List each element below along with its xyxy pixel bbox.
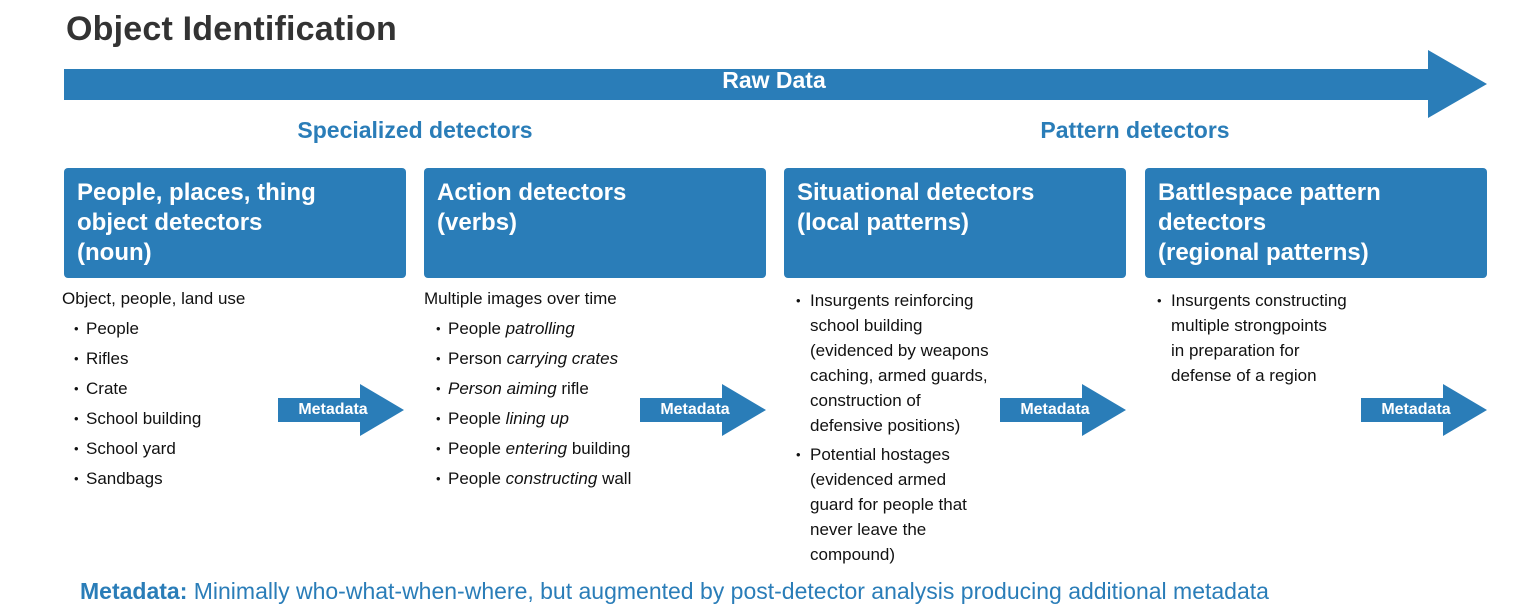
column-intro: Multiple images over time [424,289,617,308]
list-item: People [74,314,245,344]
pattern-detectors-heading: Pattern detectors [1040,117,1230,143]
list-item: School building [74,404,245,434]
detector-heading-line: detectors [1158,209,1267,236]
list-item: Insurgents reinforcing school building (… [796,288,989,438]
detector-box-noun: People, places, thing object detectors (… [64,168,406,278]
raw-data-arrow [64,50,1487,118]
item-emphasis: Person aiming [448,379,557,398]
diagram-title: Object Identification [66,10,398,48]
list-item: Person aiming rifle [436,374,631,404]
list-item: Rifles [74,344,245,374]
list-item: Insurgents constructing multiple strongp… [1157,288,1347,388]
list-item: Sandbags [74,464,245,494]
item-emphasis: constructing [505,469,598,488]
metadata-arrow-label: Metadata [660,401,730,418]
bullet-line: caching, armed guards, [810,366,988,385]
item-text: People [448,409,506,428]
item-emphasis: lining up [505,409,569,428]
list-item: Crate [74,374,245,404]
noun-item-list: People Rifles Crate School building Scho… [62,314,245,494]
battlespace-detector-details: Insurgents constructing multiple strongp… [1147,288,1347,392]
battlespace-bullet-list: Insurgents constructing multiple strongp… [1147,288,1347,388]
bullet-line: (evidenced by weapons [810,341,989,360]
list-item: People lining up [436,404,631,434]
metadata-arrow-label: Metadata [298,401,368,418]
column-intro: Object, people, land use [62,289,246,308]
detector-heading-line: object detectors [77,209,263,236]
metadata-arrow-label: Metadata [1020,401,1090,418]
item-emphasis: patrolling [505,319,575,338]
detector-box-battlespace: Battlespace pattern detectors (regional … [1145,168,1487,278]
item-text: wall [597,469,632,488]
detector-heading-line: (regional patterns) [1158,239,1369,266]
list-item: People constructing wall [436,464,631,494]
detector-heading-line: Battlespace pattern [1158,179,1381,206]
bullet-line: guard for people that [810,495,967,514]
bullet-line: multiple strongpoints [1171,316,1327,335]
situational-bullet-list: Insurgents reinforcing school building (… [786,288,989,567]
detector-heading-line: Situational detectors [797,179,1035,206]
bullet-line: Potential hostages [810,445,950,464]
bullet-line: in preparation for [1171,341,1300,360]
metadata-arrow [640,384,766,436]
raw-data-label: Raw Data [722,67,826,93]
item-text: rifle [556,379,589,398]
detector-heading-line: Action detectors [437,179,627,206]
item-text: People [448,439,506,458]
item-emphasis: carrying crates [506,349,619,368]
noun-detector-details: Object, people, land use People Rifles C… [62,284,245,494]
list-item: People patrolling [436,314,631,344]
item-text: building [567,439,631,458]
bullet-line: Insurgents reinforcing [810,291,974,310]
metadata-definition-text: Minimally who-what-when-where, but augme… [187,578,1269,604]
detector-heading-line: (verbs) [437,209,518,236]
situational-detector-details: Insurgents reinforcing school building (… [786,288,989,571]
bullet-line: defensive positions) [810,416,961,435]
metadata-arrow [1000,384,1126,436]
metadata-arrow [278,384,404,436]
item-text: Person [448,349,507,368]
list-item: Potential hostages (evidenced armed guar… [796,442,989,567]
list-item: School yard [74,434,245,464]
metadata-definition: Metadata: Minimally who-what-when-where,… [80,578,1269,605]
item-emphasis: entering [505,439,568,458]
metadata-arrow-label: Metadata [1381,401,1451,418]
item-text: People [448,469,506,488]
action-detector-details: Multiple images over time People patroll… [424,284,631,494]
list-item: Person carrying crates [436,344,631,374]
bullet-line: defense of a region [1171,366,1317,385]
metadata-arrow [1361,384,1487,436]
bullet-line: school building [810,316,923,335]
item-text: People [448,319,506,338]
bullet-line: construction of [810,391,921,410]
bullet-line: never leave the [810,520,927,539]
list-item: People entering building [436,434,631,464]
detector-heading-line: (local patterns) [797,209,970,236]
detector-heading-line: People, places, thing [77,179,316,206]
detector-box-action: Action detectors (verbs) [424,168,766,278]
metadata-definition-key: Metadata: [80,578,188,604]
bullet-line: (evidenced armed [810,470,947,489]
specialized-detectors-heading: Specialized detectors [297,117,533,143]
action-item-list: People patrolling Person carrying crates… [424,314,631,494]
detector-box-situational: Situational detectors (local patterns) [784,168,1126,278]
bullet-line: compound) [810,545,896,564]
detector-heading-line: (noun) [77,239,152,266]
bullet-line: Insurgents constructing [1171,291,1347,310]
